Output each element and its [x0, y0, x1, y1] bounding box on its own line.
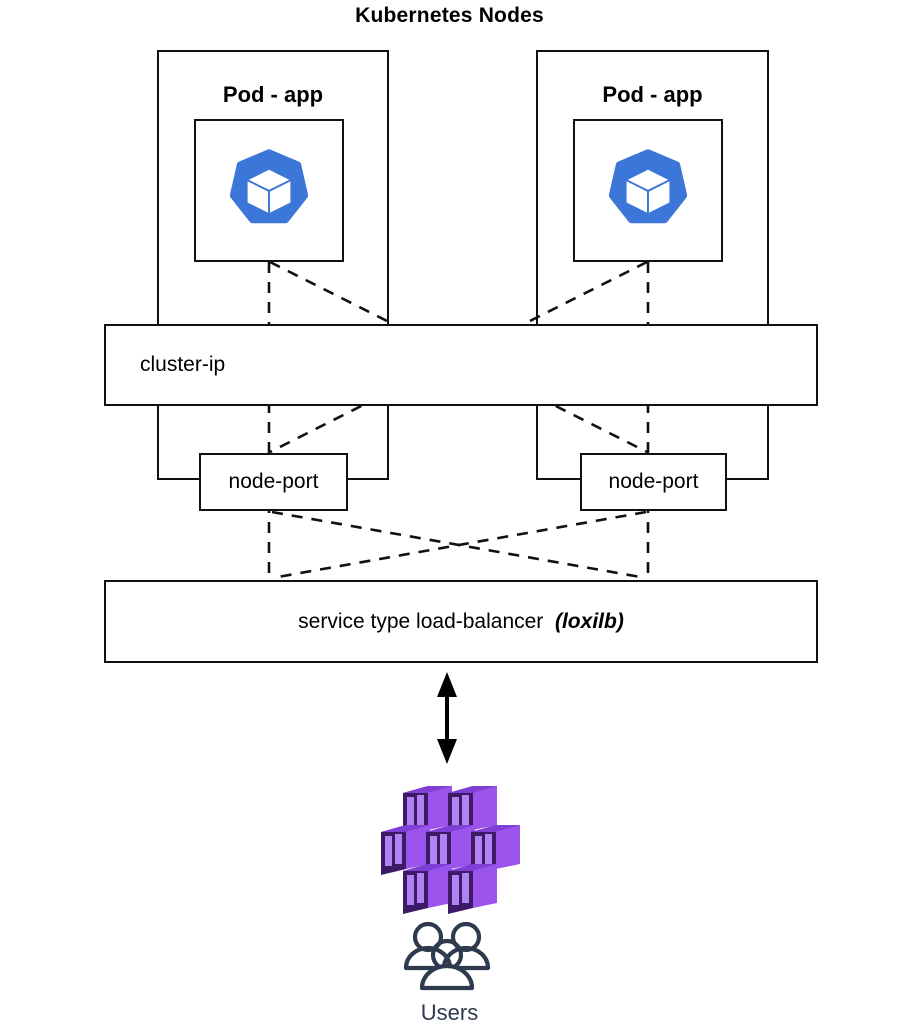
- node-port-left[interactable]: node-port: [199, 453, 348, 511]
- cluster-ip-label: cluster-ip: [140, 353, 226, 376]
- kubernetes-node-left[interactable]: [157, 50, 389, 480]
- load-balancer-label: service type load-balancer (loxilb): [298, 610, 624, 634]
- user-head-center: [430, 938, 464, 972]
- container-box: [403, 864, 452, 914]
- user-body-right: [441, 945, 491, 971]
- users-label: Users: [420, 1000, 479, 1025]
- pod-container-left[interactable]: [194, 119, 344, 262]
- pod-label-left: Pod - app: [222, 82, 324, 107]
- load-balancer-emphasis: (loxilb): [554, 609, 624, 633]
- container-box: [448, 864, 497, 914]
- page-title: Kubernetes Nodes: [355, 4, 544, 27]
- user-head-right: [450, 921, 482, 953]
- double-headed-arrow-icon: [437, 672, 457, 764]
- user-head-left: [412, 921, 444, 953]
- load-balancer-bar[interactable]: service type load-balancer (loxilb): [104, 580, 818, 663]
- kubernetes-logo-icon: [608, 148, 688, 223]
- container-box: [426, 825, 475, 875]
- container-group: [381, 786, 520, 914]
- node-port-right[interactable]: node-port: [580, 453, 727, 511]
- user-body-center: [419, 963, 475, 991]
- container-box: [381, 825, 430, 875]
- dashed-line-right-nodeport-to-left-lb: [271, 510, 647, 580]
- pod-container-right[interactable]: [573, 119, 723, 262]
- node-port-right-label: node-port: [608, 470, 699, 493]
- pod-label-right: Pod - app: [602, 82, 703, 107]
- node-port-left-label: node-port: [228, 470, 319, 493]
- cluster-ip-bar[interactable]: cluster-ip: [104, 324, 818, 406]
- container-box: [471, 825, 520, 875]
- kubernetes-logo-icon: [229, 148, 309, 223]
- dashed-line-left-nodeport-to-right-lb: [271, 510, 647, 580]
- kubernetes-node-right[interactable]: [536, 50, 769, 480]
- user-body-left: [403, 945, 453, 971]
- container-box: [403, 786, 452, 836]
- load-balancer-text: service type load-balancer: [298, 609, 555, 633]
- container-box: [448, 786, 497, 836]
